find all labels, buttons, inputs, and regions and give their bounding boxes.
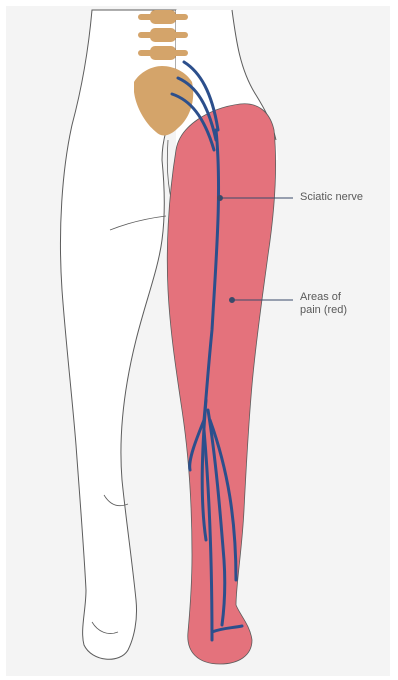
vertebra-process-3: [138, 50, 188, 56]
pain-label-line1: Areas of: [300, 291, 347, 304]
sciatic-nerve-label: Sciatic nerve: [300, 191, 363, 204]
pain-area: [167, 104, 275, 664]
pain-label-line2: pain (red): [300, 304, 347, 317]
sciatic-nerve-text: Sciatic nerve: [300, 191, 363, 204]
vertebra-process-1: [138, 14, 188, 20]
vertebra-process-2: [138, 32, 188, 38]
pain-area-label: Areas of pain (red): [300, 291, 347, 317]
